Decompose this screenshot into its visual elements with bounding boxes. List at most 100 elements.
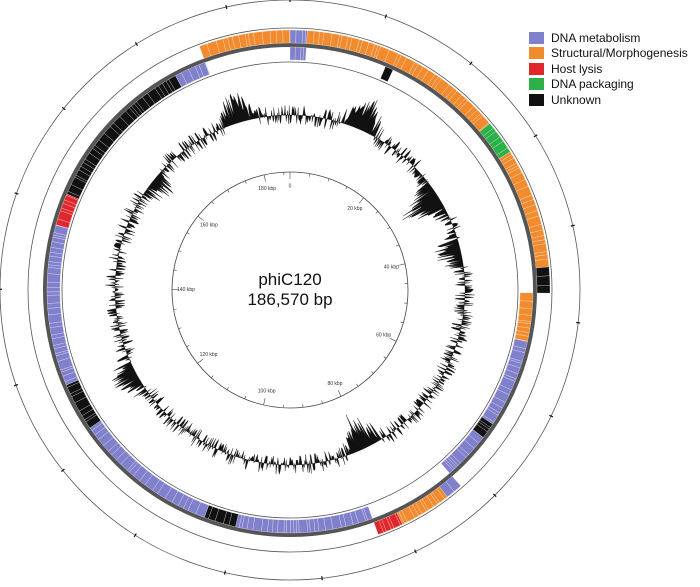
gene-block <box>289 46 296 61</box>
scale-tick <box>371 371 374 374</box>
outer-boundary-ring <box>0 0 581 581</box>
gene-block <box>46 282 61 288</box>
scale-tick <box>263 398 266 406</box>
gene-block <box>295 29 303 44</box>
scale-tick-label: 100 kbp <box>258 389 276 395</box>
scale-tick-label: 40 kbp <box>384 264 399 270</box>
legend-item-dna-metabolism: DNA metabolism <box>529 30 688 46</box>
gene-annotation-ring <box>46 29 551 535</box>
scale-tick <box>211 201 214 205</box>
scale-tick <box>389 337 397 342</box>
scale-tick <box>375 211 379 214</box>
scale-tick <box>226 387 229 390</box>
gene-block <box>277 519 285 534</box>
gene-block <box>46 294 61 304</box>
category-legend: DNA metabolism Structural/Morphogenesis … <box>529 30 688 108</box>
outer-tick <box>14 192 19 195</box>
gene-block <box>47 302 61 309</box>
gene-block <box>48 313 63 324</box>
outer-tick <box>13 383 19 387</box>
outer-tick <box>134 41 139 47</box>
outer-tick <box>60 468 65 473</box>
scale-tick <box>244 180 247 184</box>
gene-block <box>276 29 284 44</box>
legend-item-unknown: Unknown <box>529 92 688 108</box>
gene-block <box>261 30 272 45</box>
scale-tick <box>383 356 387 359</box>
gene-block <box>282 29 290 44</box>
scale-tick <box>359 197 364 204</box>
scale-tick <box>197 358 204 364</box>
gene-block <box>46 291 61 296</box>
outer-tick <box>225 4 228 10</box>
legend-swatch <box>529 78 544 91</box>
legend-label: Structural/Morphogenesis <box>551 46 688 61</box>
outer-tick <box>61 106 66 111</box>
gc-content-plot <box>105 93 475 475</box>
scale-tick <box>178 250 182 253</box>
gene-block <box>204 62 211 75</box>
scale-tick <box>178 327 182 330</box>
gene-block <box>294 46 302 61</box>
legend-item-host-lysis: Host lysis <box>529 61 688 77</box>
outer-tick <box>223 570 227 575</box>
gene-block <box>269 30 278 44</box>
legend-label: Host lysis <box>551 61 603 76</box>
scale-tick <box>396 244 400 247</box>
outer-tick <box>492 493 497 498</box>
scale-tick <box>263 174 266 182</box>
legend-swatch <box>529 47 544 60</box>
outer-tick <box>469 61 473 66</box>
scale-tick <box>244 396 247 400</box>
scale-tick-label: 20 kbp <box>347 206 362 212</box>
genome-name: phiC120 <box>258 270 321 289</box>
scale-ring: 0 20 kbp 40 kbp 60 kbp 80 kbp 100 kbp 120 kbp 1… <box>171 171 409 409</box>
legend-label: Unknown <box>551 92 602 107</box>
scale-tick <box>400 321 404 324</box>
scale-tick-label: 140 kbp <box>177 287 195 293</box>
scale-tick-label: 60 kbp <box>376 333 391 339</box>
scale-tick <box>227 189 230 193</box>
gene-block <box>293 519 297 534</box>
scale-tick-label: 120 kbp <box>200 352 218 358</box>
legend-swatch <box>529 93 544 106</box>
scale-tick <box>210 375 214 379</box>
outer-tick <box>533 134 538 138</box>
gene-block <box>536 285 551 294</box>
scale-tick <box>387 227 391 230</box>
scale-tick <box>173 269 177 271</box>
gene-block <box>519 292 534 302</box>
gene-block <box>46 273 61 283</box>
outer-tick <box>570 224 575 227</box>
outer-rings <box>0 0 581 581</box>
strand-separator-ring <box>43 43 537 537</box>
genome-length: 186,570 bp <box>247 290 332 309</box>
scale-tick-label: 80 kbp <box>327 381 342 387</box>
gene-block <box>47 307 62 315</box>
legend-item-structural: Structural/Morphogenesis <box>529 46 688 62</box>
scale-tick <box>337 389 342 397</box>
scale-tick <box>186 345 190 348</box>
scale-tick-label: 180 kbp <box>258 186 276 192</box>
scale-tick <box>345 186 348 190</box>
gene-block <box>440 460 453 474</box>
plus-strand-baseline <box>27 27 553 553</box>
gene-block <box>290 519 295 534</box>
outer-tick <box>133 533 137 538</box>
gene-block <box>253 31 264 46</box>
legend-swatch <box>529 31 544 44</box>
outer-tick-marks <box>0 0 581 581</box>
gene-block <box>46 287 61 293</box>
scale-tick <box>308 173 311 177</box>
minus-strand-baseline <box>61 61 519 519</box>
scale-tick <box>186 232 190 235</box>
gene-block <box>519 300 533 309</box>
scale-tick-label: 0 <box>289 183 292 189</box>
scale-tick <box>321 400 323 404</box>
gene-block <box>286 519 291 534</box>
gene-block <box>536 275 551 286</box>
scale-tick-label: 160 kbp <box>200 222 218 228</box>
scale-tick <box>197 215 204 221</box>
